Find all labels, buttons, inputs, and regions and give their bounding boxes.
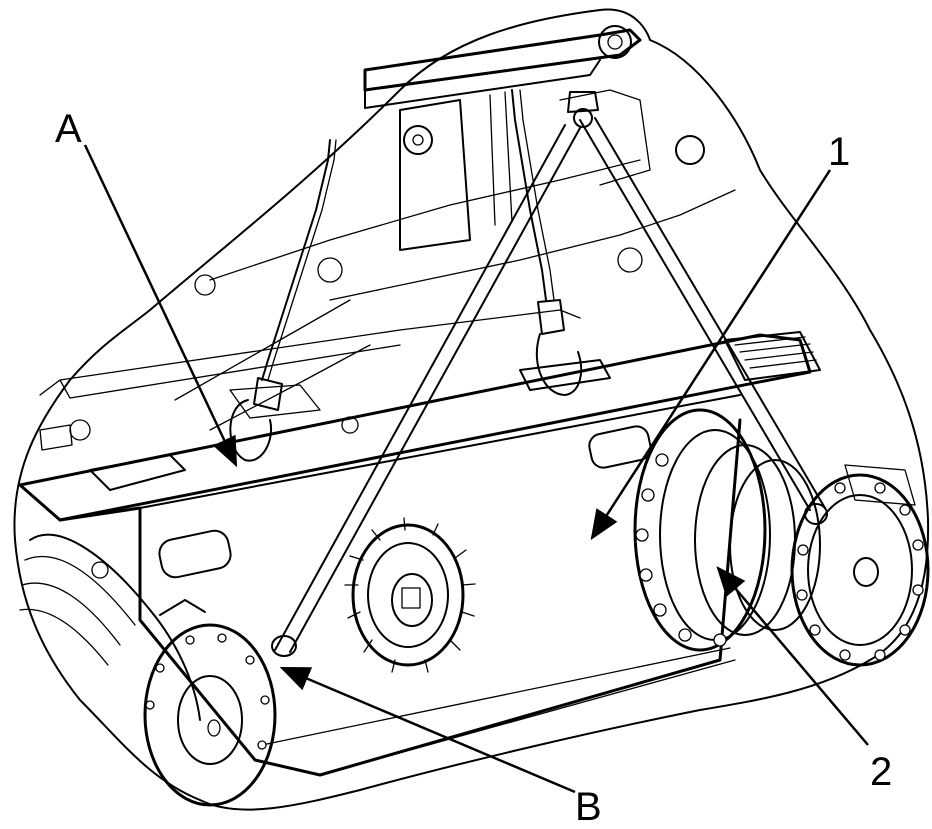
- frame-body: [18, 159, 812, 777]
- callout-label-b: B: [575, 785, 602, 829]
- final-drive-right: [633, 408, 930, 667]
- hardware: [39, 247, 643, 579]
- callout-label-1: 1: [828, 130, 850, 174]
- sprocket: [344, 517, 476, 673]
- lifting-bar: [363, 25, 705, 251]
- grating: [724, 331, 916, 506]
- callout-label-2: 2: [870, 750, 892, 794]
- callout-label-a: A: [55, 107, 82, 151]
- leader-line-a: [83, 144, 238, 468]
- final-drive-left: [19, 533, 277, 807]
- spreader-legs: [271, 91, 828, 657]
- leader-line-1: [590, 169, 832, 541]
- view-outline: [13, 8, 930, 811]
- lifting-chain-right: [511, 89, 583, 396]
- lifting-chain-left: [229, 139, 337, 462]
- frame-openings: [89, 359, 652, 579]
- leader-line-2: [716, 566, 869, 746]
- leader-line-b: [279, 666, 576, 794]
